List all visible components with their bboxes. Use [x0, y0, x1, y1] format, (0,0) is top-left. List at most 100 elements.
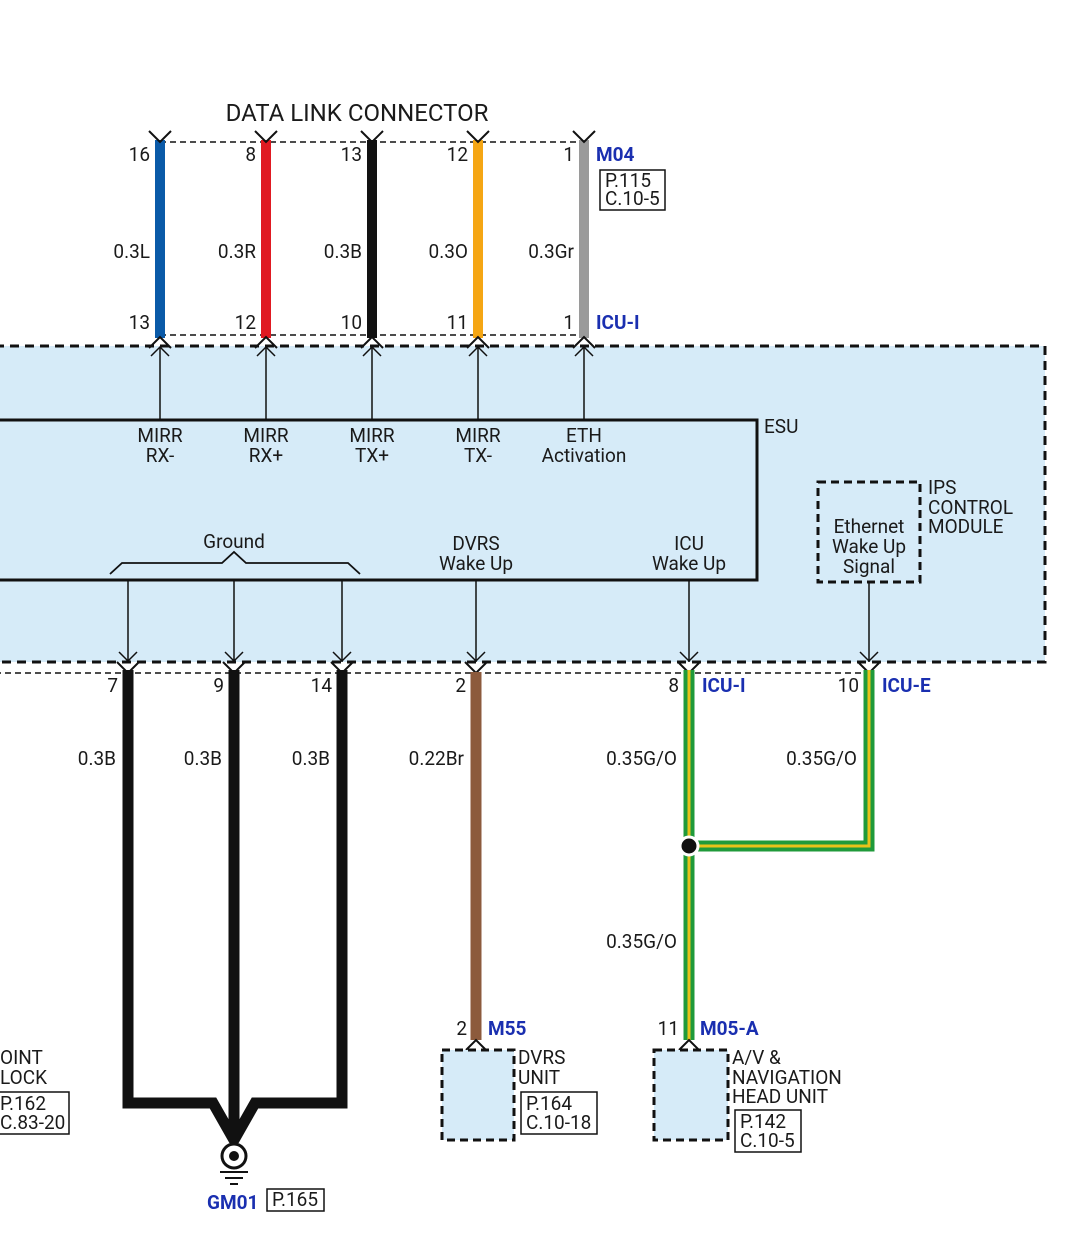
bottom-wire-spec-1: 0.3B: [184, 747, 222, 770]
ips-label-1: IPS: [928, 476, 956, 499]
connector-icu-i-bottom: ICU-I: [702, 674, 746, 697]
dvrs-ref-page: P.164: [526, 1092, 572, 1115]
eth-label-1: Ethernet: [834, 515, 905, 538]
bottom-pin-4: 1: [563, 311, 574, 334]
top-cap-2: [360, 130, 384, 144]
arrow-head-3: [468, 345, 488, 357]
top-cap-3: [466, 130, 490, 144]
signal-label-b-1: RX+: [249, 444, 283, 467]
avn-ref-page: P.142: [740, 1110, 786, 1133]
bottom-wire-spec-3: 0.22Br: [409, 747, 465, 770]
joint-label-1: OINT: [0, 1046, 43, 1069]
ground-terminal-dot: [229, 1151, 239, 1161]
bottom-wire-pin-3: 2: [455, 674, 466, 697]
bottom-wire-spec-0: 0.3B: [78, 747, 116, 770]
avn-unit-box: [652, 1048, 730, 1142]
wire-spec-4: 0.3Gr: [528, 240, 574, 263]
top-pin-1: 8: [245, 143, 256, 166]
signal-label-b-0: RX-: [146, 444, 174, 467]
signal-arrow-head-3: [466, 651, 486, 663]
arrow-head-4: [574, 345, 594, 357]
joint-ref-page: P.162: [0, 1092, 46, 1115]
signal-label-a-4: ETH: [566, 424, 602, 447]
bottom-wire-spec-5: 0.35G/O: [786, 747, 857, 770]
ips-label-3: MODULE: [928, 515, 1004, 538]
bottom-cap-2: [360, 335, 384, 349]
connector-icu-i-top: ICU-I: [596, 311, 640, 334]
bottom-wire-spec-4: 0.35G/O: [606, 747, 677, 770]
m55-pin-mark: [465, 1038, 487, 1051]
arrow-head-0: [150, 345, 170, 357]
bottom-wire-pin-2: 14: [311, 674, 333, 697]
bottom-pin-2: 10: [341, 311, 362, 334]
splice-point: [678, 835, 700, 857]
signal-arrow-head-1: [224, 651, 244, 663]
connector-m04: M04: [596, 143, 635, 166]
signal-label-a-1: MIRR: [243, 424, 288, 447]
gm01-ref-page: P.165: [272, 1188, 318, 1211]
bottom-cap-4: [572, 335, 596, 349]
signal-arrow-head-2: [332, 651, 352, 663]
dvrs-ref-box: [520, 1091, 598, 1135]
top-pin-0: 16: [129, 143, 150, 166]
dvrs-wake-label-2: Wake Up: [439, 552, 513, 575]
signal-arrow-head-5: [859, 651, 879, 663]
signal-label-b-3: TX-: [464, 444, 492, 467]
bottom-pin-0: 13: [129, 311, 150, 334]
bottom-wire-pin-5: 10: [838, 674, 859, 697]
dvrs-unit-box: [440, 1048, 516, 1142]
icu-wake-label-1: ICU: [674, 532, 704, 555]
ground-harness: [122, 670, 348, 1152]
bottom-pin-1: 12: [235, 311, 256, 334]
avn-label-3: HEAD UNIT: [732, 1085, 828, 1108]
top-pin-2: 13: [341, 143, 362, 166]
bottom-wire-spec-2: 0.3B: [292, 747, 330, 770]
green-splice-stripe: [689, 670, 871, 848]
avn-wire-spec: 0.35G/O: [606, 930, 677, 953]
signal-label-b-4: Activation: [542, 444, 627, 467]
ground-bracket: [109, 550, 361, 575]
connector-gm01: GM01: [207, 1191, 258, 1214]
m04-ref-page: P.115: [605, 169, 651, 192]
dvrs-ref-conn: C.10-18: [526, 1111, 591, 1134]
bottom-wire-pin-1: 9: [213, 674, 224, 697]
dvrs-wake-label-1: DVRS: [452, 532, 499, 555]
joint-label-2: LOCK: [0, 1066, 47, 1089]
m05a-pin-mark: [678, 1038, 700, 1051]
ground-label: Ground: [203, 530, 265, 553]
top-wires: 16130.3LMIRRRX-8120.3RMIRRRX+13100.3BMIR…: [113, 130, 627, 467]
dvrs-unit-label-1: DVRS: [518, 1046, 565, 1069]
m04-ref-box: [599, 169, 666, 211]
avn-ref-box: [734, 1109, 802, 1153]
dvrs-unit-label-2: UNIT: [518, 1066, 560, 1089]
bottom-pin-3: 11: [447, 311, 468, 334]
top-pin-4: 1: [563, 143, 574, 166]
connector-icu-e: ICU-E: [882, 674, 931, 697]
arrow-head-1: [256, 345, 276, 357]
avn-label-2: NAVIGATION: [732, 1066, 842, 1089]
wire-spec-0: 0.3L: [113, 240, 150, 263]
gm01-ref-box: [266, 1188, 325, 1212]
signal-arrow-head-0: [118, 651, 138, 663]
connector-m55: M55: [488, 1017, 527, 1040]
eth-label-3: Signal: [843, 555, 895, 578]
bottom-cap-0: [148, 335, 172, 349]
signal-arrow-head-4: [679, 651, 699, 663]
bottom-wire-pin-4: 8: [668, 674, 679, 697]
top-cap-1: [254, 130, 278, 144]
connector-m05a: M05-A: [700, 1017, 759, 1040]
bottom-cap-1: [254, 335, 278, 349]
wire-spec-3: 0.3O: [429, 240, 468, 263]
wire-spec-2: 0.3B: [324, 240, 362, 263]
signal-label-a-0: MIRR: [137, 424, 182, 447]
arrow-head-2: [362, 345, 382, 357]
signal-label-b-2: TX+: [355, 444, 389, 467]
signal-label-a-3: MIRR: [455, 424, 500, 447]
top-pin-3: 12: [447, 143, 468, 166]
esu-box: [0, 418, 759, 582]
esu-label: ESU: [764, 415, 798, 438]
m55-pin: 2: [456, 1017, 467, 1040]
avn-label-1: A/V &: [732, 1046, 781, 1069]
ips-label-2: CONTROL: [928, 496, 1013, 519]
